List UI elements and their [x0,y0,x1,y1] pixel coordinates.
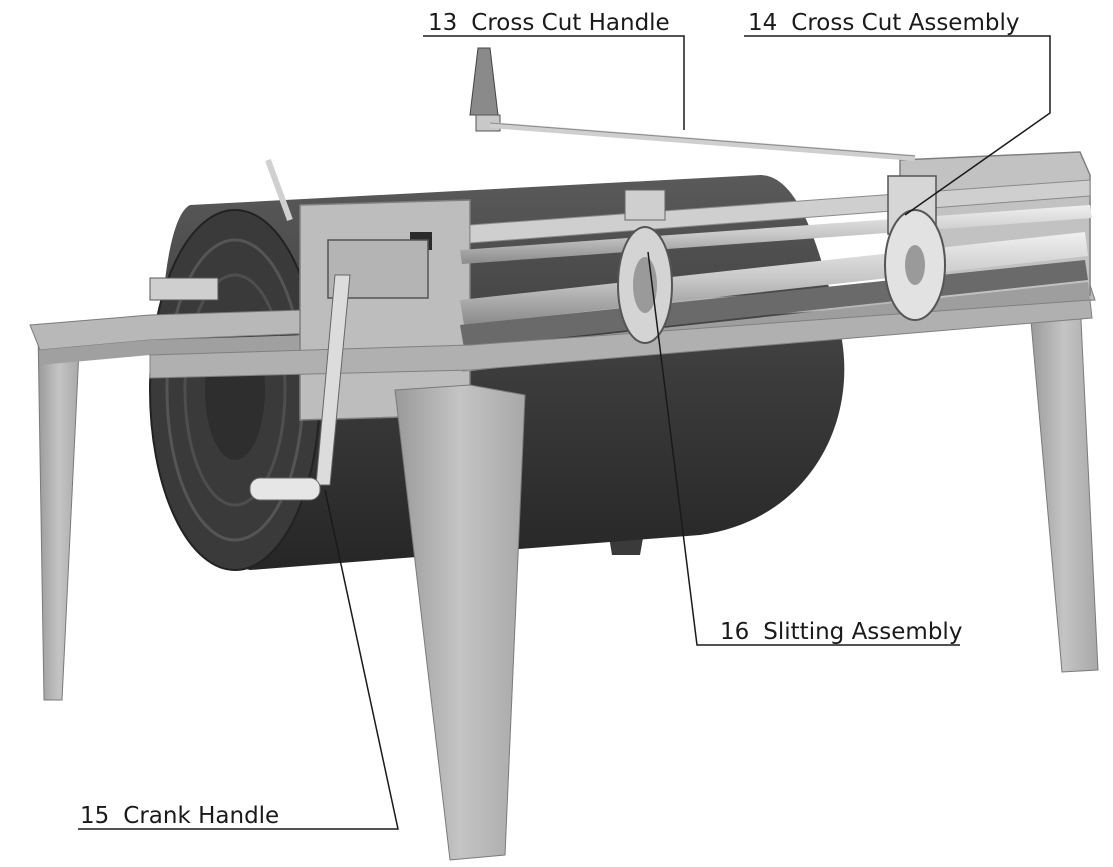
callout-16-number: 16 [720,619,749,645]
callout-15-number: 15 [80,803,109,829]
callout-16: 16 Slitting Assembly [647,251,962,646]
leader-line-14 [744,35,1051,216]
callout-13-number: 13 [428,10,457,36]
cross-cut-handle-part [469,47,916,161]
front-left-leg [394,384,526,861]
leader-line-15 [78,489,399,830]
callout-16-label: Slitting Assembly [763,619,962,645]
back-right-leg [1029,299,1099,673]
leader-line-13 [423,35,685,130]
callout-13-text: 13 Cross Cut Handle [428,10,670,36]
cross-cut-block [884,175,946,321]
callout-15-label: Crank Handle [123,803,279,829]
back-left-leg [37,329,81,701]
callout-15-text: 15 Crank Handle [80,803,279,829]
callout-14-number: 14 [748,10,777,36]
front-lower-beam [149,299,1093,379]
callout-13-label: Cross Cut Handle [471,10,669,36]
machine-illustration [29,47,1099,861]
crank-handle-part [149,239,429,501]
callout-14-text: 14 Cross Cut Assembly [748,10,1019,36]
callout-14: 14 Cross Cut Assembly [744,10,1051,216]
callout-16-text: 16 Slitting Assembly [720,619,962,645]
slitting-disc [617,189,673,344]
callout-13: 13 Cross Cut Handle [423,10,685,130]
callout-15: 15 Crank Handle [78,489,399,830]
callout-14-label: Cross Cut Assembly [791,10,1019,36]
leader-line-16 [647,251,960,646]
